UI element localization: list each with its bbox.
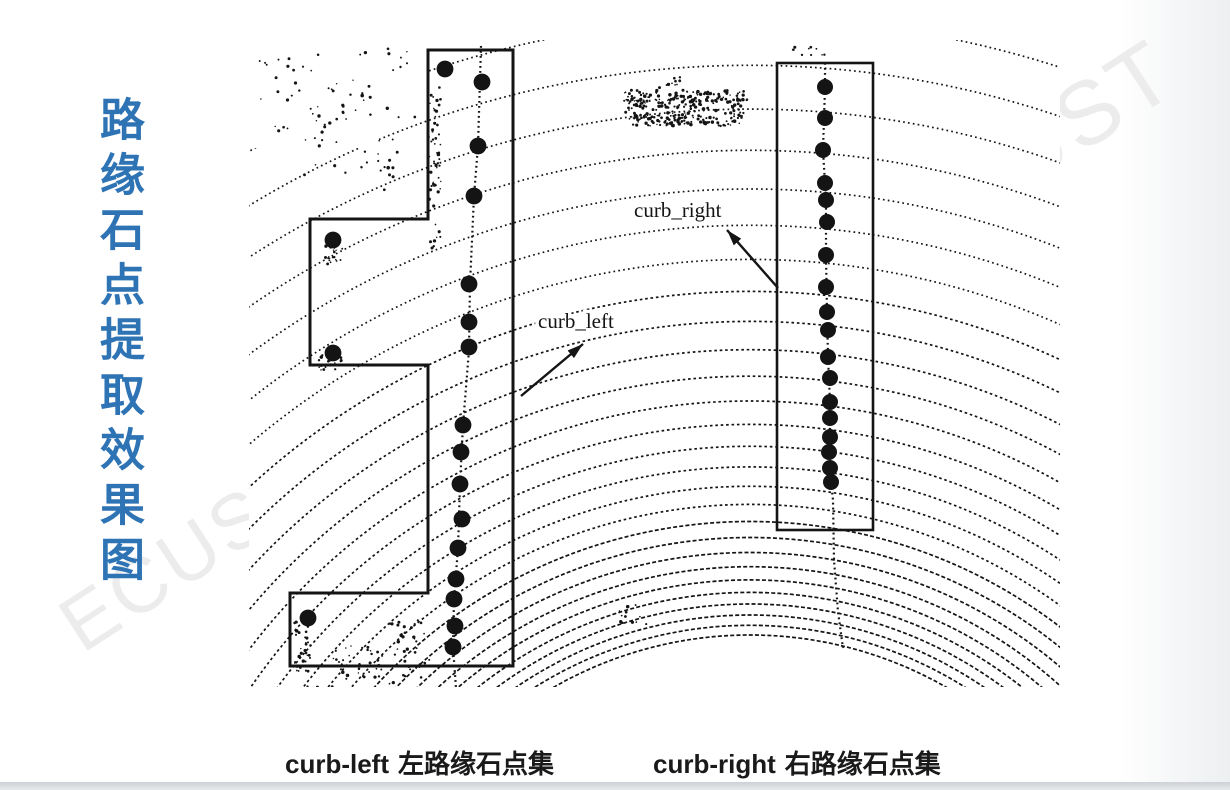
- curb-right-selection-box: [775, 61, 875, 532]
- ring-occlusion-patch: [249, 40, 379, 148]
- bottom-edge-bar: [0, 782, 1230, 790]
- caption-curb-right-en: curb-right: [653, 749, 776, 779]
- curb-left-extracted-points: [299, 60, 491, 656]
- ring-occlusion-patch: [379, 40, 429, 106]
- curb-right-extracted-points: [815, 79, 839, 490]
- curb-right-arrow: [726, 229, 779, 289]
- lidar-pointcloud-svg: curb_left curb_right: [249, 40, 1060, 687]
- curb-left-arrow: [520, 343, 584, 397]
- lidar-ring-arcs: [249, 40, 1060, 687]
- curb-right-label: curb_right: [634, 198, 722, 222]
- caption-curb-left-zh: 左路缘石点集: [398, 749, 555, 779]
- caption-curb-left: curb-left 左路缘石点集: [285, 744, 554, 781]
- background-gradient: [1120, 0, 1230, 790]
- caption-curb-right-zh: 右路缘石点集: [784, 749, 941, 779]
- point-cloud-figure: curb_left curb_right: [249, 40, 1060, 687]
- caption-curb-left-en: curb-left: [285, 749, 389, 779]
- caption-curb-right: curb-right 右路缘石点集: [653, 744, 941, 781]
- curb-left-selection-box: [288, 48, 515, 668]
- curb-left-label: curb_left: [538, 309, 614, 333]
- figure-captions: curb-left 左路缘石点集 curb-right 右路缘石点集: [0, 744, 1230, 782]
- page-title: 路缘石点提取效果图: [93, 96, 144, 591]
